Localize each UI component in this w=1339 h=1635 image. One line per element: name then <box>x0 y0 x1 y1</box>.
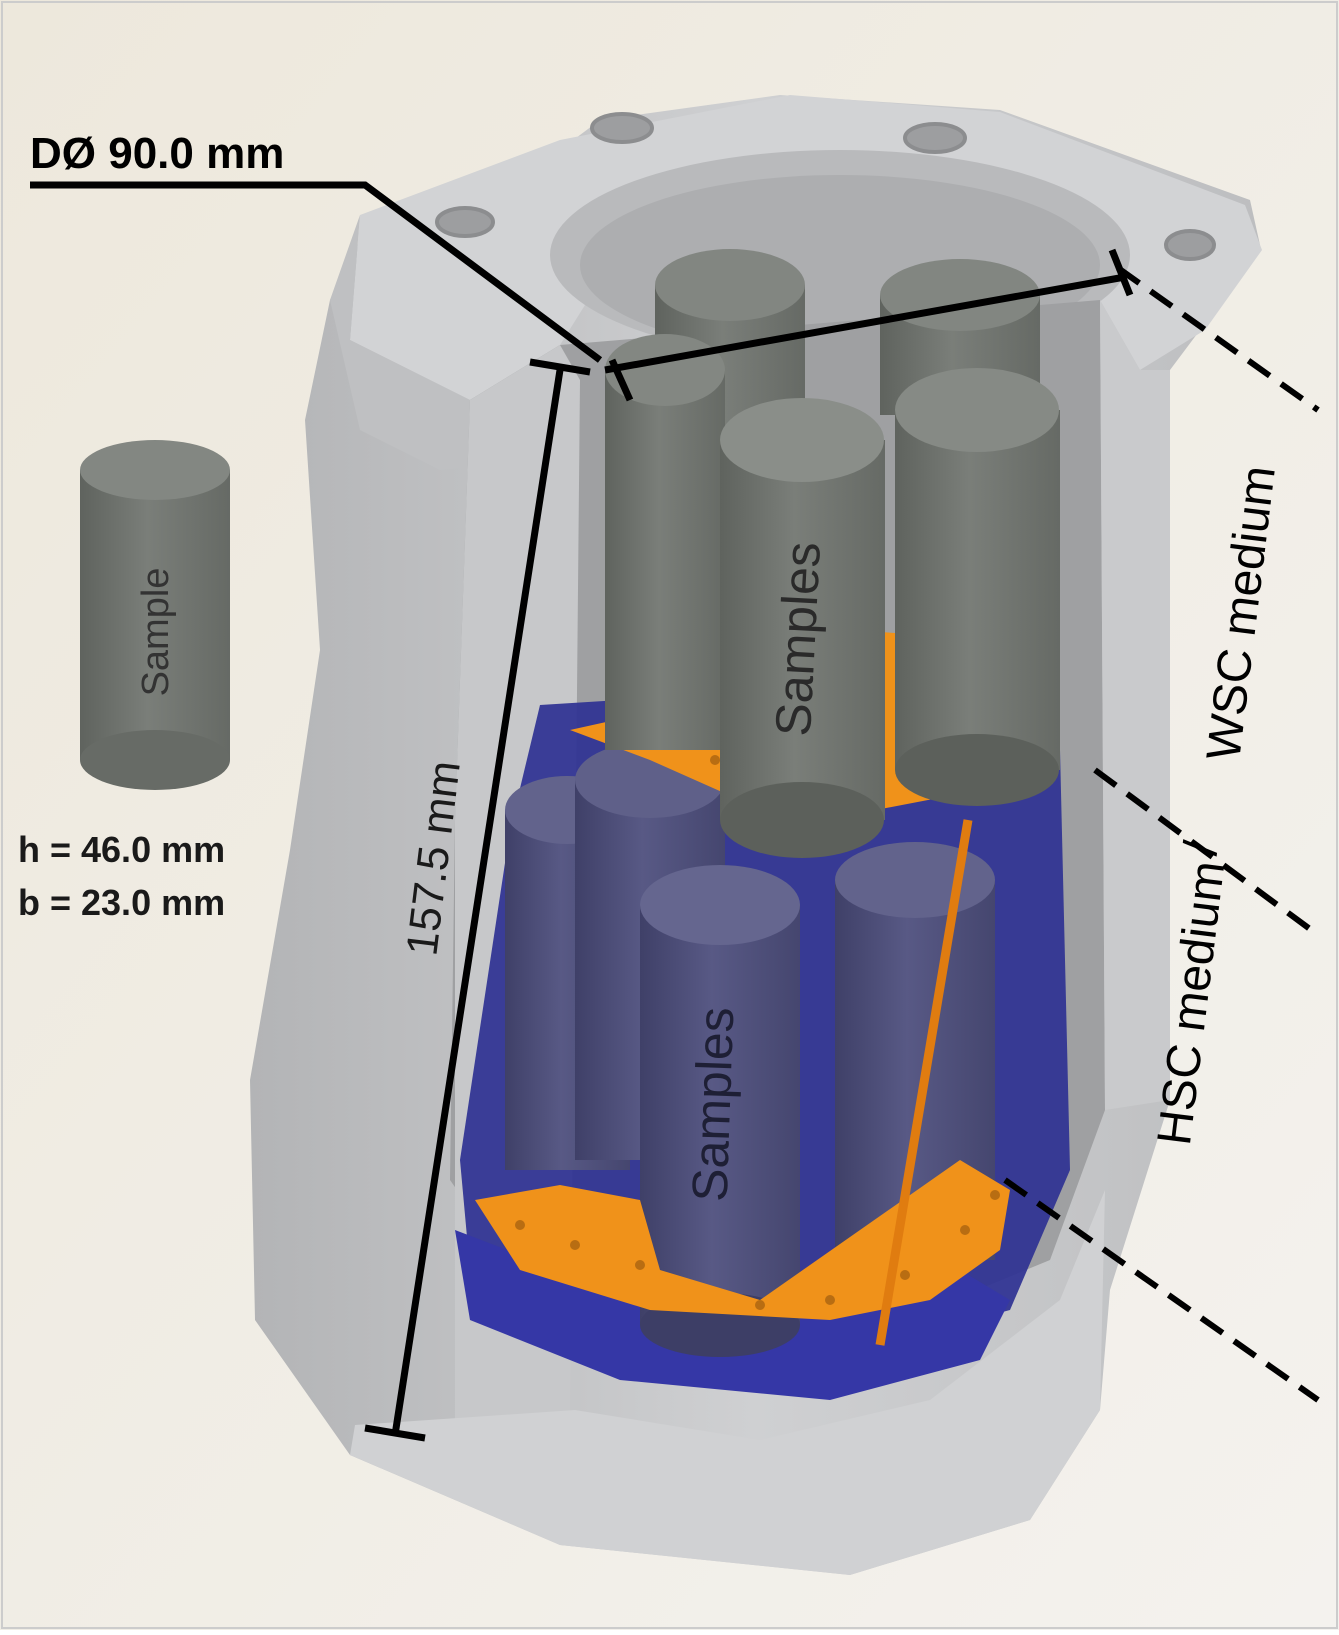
upper-sample-cylinder <box>720 440 885 820</box>
diameter-tick-left <box>608 358 634 402</box>
diameter-dimension <box>30 181 1134 402</box>
orange-rod <box>875 819 973 1346</box>
upper-sample-bottom <box>720 782 884 858</box>
upper-sample-top <box>895 368 1059 452</box>
single-sample-bottom <box>80 730 230 790</box>
lower-samples-label: Samples <box>682 1006 745 1202</box>
wsc-bottom-boundary <box>1093 767 1320 938</box>
bolt-hole <box>590 112 654 144</box>
sample-diameter-label: b = 23.0 mm <box>18 882 225 923</box>
wsc-top-boundary <box>1116 265 1320 413</box>
lower-sample-top <box>835 842 995 918</box>
upper-sample-top <box>720 398 884 482</box>
housing-base-ring <box>350 1190 1105 1575</box>
lower-sample-top <box>640 865 800 945</box>
bolt-hole <box>1164 229 1216 261</box>
upper-sample-bottom <box>895 734 1059 806</box>
single-sample-body <box>80 470 230 760</box>
upper-sample-top <box>655 249 805 321</box>
lower-orange-plate <box>475 1160 1010 1320</box>
upper-samples-label: Samples <box>765 541 831 738</box>
housing-top-flange <box>350 95 1262 400</box>
hsc-bottom-boundary <box>1003 1177 1320 1403</box>
height-tick-top <box>529 358 591 376</box>
height-tick-bottom <box>364 1424 426 1442</box>
single-sample-top <box>80 440 230 500</box>
diameter-leader-line <box>30 181 603 363</box>
bolt-hole <box>435 206 495 238</box>
sample-height-label: h = 46.0 mm <box>18 829 225 870</box>
single-sample: Sample <box>80 440 230 790</box>
height-line <box>391 369 564 1436</box>
medium-boundary-lines <box>1003 265 1320 1403</box>
upper-sample-cylinder <box>895 410 1060 770</box>
housing-right-cut <box>1100 300 1170 1110</box>
height-dimension <box>364 358 591 1442</box>
upper-sample-cylinder <box>605 370 725 750</box>
single-sample-label: Sample <box>135 568 177 697</box>
diameter-line <box>604 273 1126 374</box>
bolt-hole <box>903 122 967 154</box>
diameter-label: DØ 90.0 mm <box>30 129 284 178</box>
lower-sample-cylinder <box>640 905 800 1325</box>
